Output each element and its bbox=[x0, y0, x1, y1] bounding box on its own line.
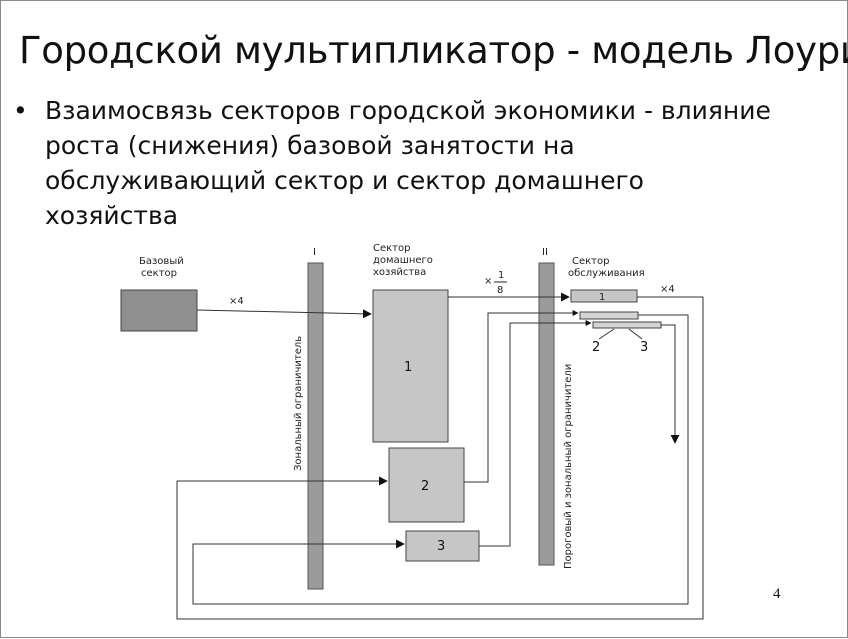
barrier-2-label: Пороговый и зональный ограничители bbox=[563, 364, 574, 569]
barrier-1-numeral: I bbox=[313, 247, 316, 258]
bullet-line-1: Взаимосвязь секторов городской экономики… bbox=[45, 96, 771, 125]
slide-title: Городской мультипликатор - модель Лоури bbox=[19, 29, 848, 72]
household-box-1-label: 1 bbox=[404, 360, 412, 375]
arrow-household-3-to-service-3 bbox=[479, 320, 592, 547]
base-sector-label-line-1: Базовый bbox=[139, 256, 184, 267]
arrow-service-3-down bbox=[661, 324, 680, 444]
service-sector-label-line-2: обслуживания bbox=[568, 268, 645, 279]
multiplier-service: ×4 bbox=[660, 284, 675, 295]
arrow-base-to-household bbox=[196, 309, 372, 319]
service-bar-2-label: 2 bbox=[592, 340, 600, 355]
barrier-2-numeral: II bbox=[542, 247, 548, 258]
service-bar-3 bbox=[592, 321, 662, 329]
household-box-2 bbox=[388, 447, 465, 523]
fraction-prefix: × bbox=[484, 276, 492, 287]
bullet-text: Взаимосвязь секторов городской экономики… bbox=[45, 93, 835, 233]
loop-service-1-to-household-2 bbox=[176, 296, 704, 620]
household-sector-label-line-1: Сектор bbox=[373, 243, 410, 254]
household-box-3-label: 3 bbox=[437, 539, 445, 554]
bullet-line-2: роста (снижения) базовой занятости на bbox=[45, 131, 575, 160]
service-bar-2-pointer bbox=[598, 328, 615, 340]
base-sector-box bbox=[120, 289, 198, 332]
bullet-line-4: хозяйства bbox=[45, 201, 179, 230]
base-sector-label-line-2: сектор bbox=[141, 268, 177, 279]
service-bar-1-label: 1 bbox=[599, 292, 605, 303]
service-bar-2 bbox=[579, 311, 639, 320]
household-sector-label-line-3: хозяйства bbox=[373, 267, 426, 278]
barrier-1-bar bbox=[307, 262, 324, 590]
household-sector-label-line-2: домашнего bbox=[373, 255, 433, 266]
service-sector-label-line-1: Сектор bbox=[572, 256, 609, 267]
service-bar-3-pointer bbox=[628, 328, 643, 340]
household-box-2-label: 2 bbox=[421, 479, 429, 494]
page-number: 4 bbox=[773, 586, 781, 602]
service-bar-3-label: 3 bbox=[640, 340, 648, 355]
loop-service-2-to-household-3 bbox=[192, 314, 689, 605]
barrier-2-bar bbox=[538, 262, 555, 566]
fraction-denominator: 8 bbox=[497, 285, 503, 296]
barrier-1-label: Зональный ограничитель bbox=[293, 336, 304, 471]
service-bar-1 bbox=[570, 289, 638, 303]
multiplier-base: ×4 bbox=[229, 296, 244, 307]
household-box-1 bbox=[372, 289, 449, 443]
bullet-line-3: обслуживающий сектор и сектор домашнего bbox=[45, 166, 644, 195]
fraction-numerator: 1 bbox=[498, 270, 504, 281]
bullet-dot: • bbox=[13, 96, 28, 125]
arrow-household-2-to-service-2 bbox=[464, 310, 579, 483]
